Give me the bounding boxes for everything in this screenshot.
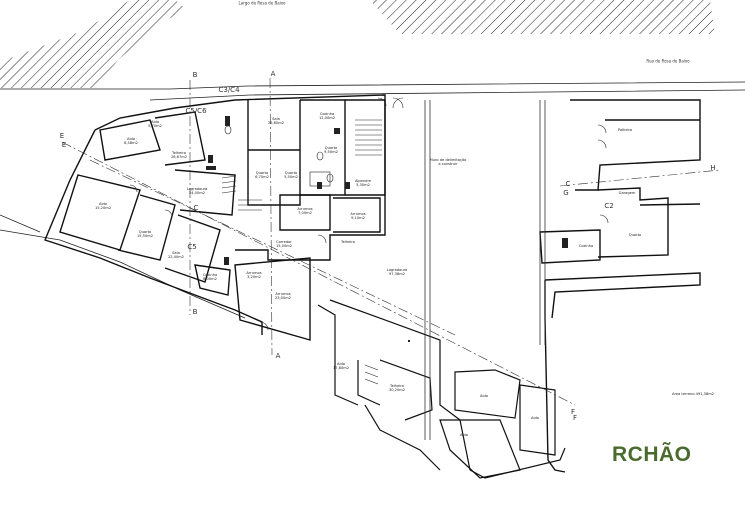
- section-marker-a-bottom: A: [275, 352, 281, 360]
- section-marker-c5: C5: [187, 243, 197, 251]
- section-lines: [61, 77, 721, 406]
- section-marker-h: H: [710, 164, 716, 172]
- room-label: Telheiro: [341, 239, 355, 244]
- room-label: Quarto: [628, 232, 642, 237]
- floor-title: RCHÃO: [612, 443, 692, 466]
- section-marker-f-bottom: F: [572, 414, 578, 422]
- street-label-rua: Rua de Rosa de Baixo: [646, 58, 690, 64]
- street-lines: [0, 81, 745, 319]
- door-swings: [129, 97, 609, 331]
- room-label: Muro de delimitação a construir: [429, 157, 467, 166]
- section-marker-b-bottom: B: [192, 308, 198, 316]
- section-marker-f-top: F: [570, 408, 576, 416]
- section-marker-e-bottom: E: [61, 141, 67, 149]
- section-marker-c2: C2: [604, 202, 614, 210]
- section-marker-c5-c6: C5/C6: [185, 107, 207, 115]
- room-label: Aido: [531, 415, 539, 420]
- site-area-note: Area terreno 491,38m2: [672, 391, 715, 396]
- room-label: Cozinha: [578, 243, 594, 248]
- room-label: Garagem: [618, 190, 636, 195]
- section-marker-b-top: B: [192, 71, 198, 79]
- section-marker-c: C: [193, 204, 199, 212]
- section-marker-e-top: E: [59, 132, 65, 140]
- room-label: Aido: [480, 393, 488, 398]
- lower-structures: [317, 299, 566, 479]
- fixture-outlines: [224, 125, 334, 187]
- fixtures: [206, 116, 568, 342]
- boundary-walls: [424, 100, 546, 440]
- room-label: Palheiro: [617, 127, 633, 132]
- section-marker-c3-c4: C3/C4: [218, 86, 240, 94]
- stairs: [221, 119, 382, 385]
- section-marker-g: G: [563, 189, 569, 197]
- building-walls: [44, 94, 386, 341]
- hatched-neighbour-buildings: [0, 0, 715, 88]
- room-label: Aido: [460, 432, 468, 437]
- right-building: [539, 99, 701, 473]
- street-label-largo: Largo de Rosa de Baixo: [238, 0, 286, 6]
- section-marker-c-left: C: [565, 180, 571, 188]
- section-marker-a-top: A: [270, 70, 276, 78]
